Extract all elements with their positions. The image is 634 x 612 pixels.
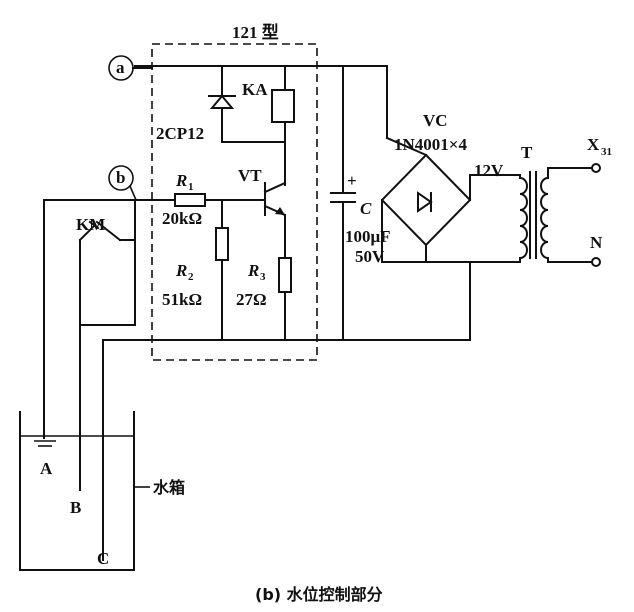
r3-resistor-icon <box>278 257 292 293</box>
module-boundary <box>151 43 318 361</box>
r1-resistor-icon <box>174 193 206 207</box>
bridge-diode-icon <box>417 191 433 213</box>
km-contact-blade <box>95 220 122 242</box>
node-b-circle <box>108 165 134 191</box>
transformer-label: T <box>521 143 533 162</box>
r3-value: 27Ω <box>236 290 267 309</box>
terminal-x-label: X <box>587 135 600 154</box>
r3-sub: 3 <box>260 271 266 283</box>
terminal-n-label: N <box>590 233 603 252</box>
r1-symbol: R <box>175 171 187 190</box>
node-b-lead <box>129 185 137 201</box>
r2-resistor-icon <box>215 227 229 261</box>
electrode-c-label: C <box>97 549 109 568</box>
figure-caption: (b) 水位控制部分 <box>255 585 383 604</box>
zener-diode-icon <box>209 94 235 109</box>
transformer-primary-coil <box>540 176 550 260</box>
cap-value-2: 50V <box>355 247 385 266</box>
bridge-name: VC <box>423 111 448 130</box>
tank-label: 水箱 <box>153 478 185 497</box>
transistor-label: VT <box>238 166 262 185</box>
water-tank <box>19 411 135 571</box>
transistor-collector <box>263 181 287 194</box>
r1-sub: 1 <box>188 181 194 193</box>
transistor-arrow-icon <box>275 207 285 215</box>
r1-value: 20kΩ <box>162 209 202 228</box>
cap-plus: + <box>347 171 357 190</box>
km-label: KM <box>76 215 105 234</box>
terminal-x-sub: 31 <box>601 146 612 158</box>
cap-symbol: C <box>360 199 372 218</box>
node-a-label: a <box>116 58 125 77</box>
bridge-diodes: 1N4001×4 <box>394 135 467 154</box>
transformer-secondary-coil <box>518 176 528 260</box>
r2-symbol: R <box>175 261 187 280</box>
r3-symbol: R <box>247 261 259 280</box>
model-label: 121 型 <box>232 22 279 42</box>
relay-label: KA <box>242 80 268 99</box>
electrode-b-label: B <box>70 498 81 517</box>
node-b-label: b <box>116 168 125 187</box>
r2-value: 51kΩ <box>162 290 202 309</box>
relay-coil-icon <box>271 89 295 123</box>
bridge-top-lead <box>385 136 428 157</box>
terminal-x31 <box>591 163 601 173</box>
secondary-voltage: 12V <box>474 161 504 180</box>
zener-label: 2CP12 <box>156 124 204 143</box>
cap-value-1: 100μF <box>345 227 391 246</box>
r2-sub: 2 <box>188 271 194 283</box>
km-left-link <box>78 224 96 242</box>
electrode-a-label: A <box>40 459 53 478</box>
terminal-n <box>591 257 601 267</box>
